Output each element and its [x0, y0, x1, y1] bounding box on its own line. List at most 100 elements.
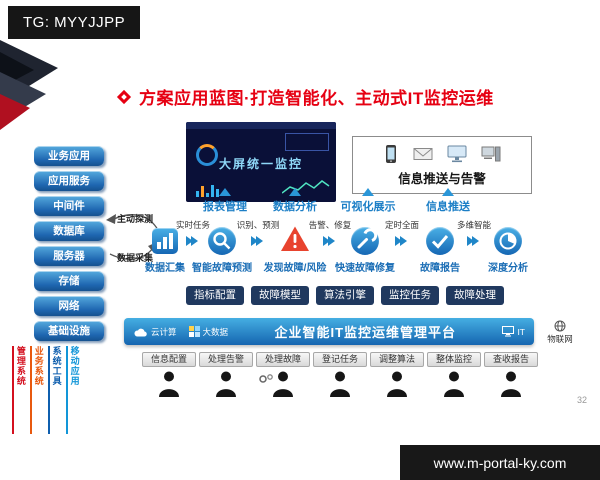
side-tab-mobile-app: 移动应用	[65, 346, 80, 434]
push-alert-box: 信息推送与告警	[352, 136, 532, 194]
user-icon	[387, 371, 407, 397]
edge-label-alert-repair: 告警、修复	[308, 220, 352, 230]
corner-decoration	[0, 40, 58, 130]
arrow-up-icon	[442, 188, 454, 196]
bar-chart-icon	[196, 185, 219, 197]
page-title: 方案应用蓝图·打造智能化、主动式IT监控运维	[139, 89, 494, 108]
bar-chart-icon	[157, 233, 173, 249]
module-metric-config: 指标配置	[186, 286, 244, 305]
user-icon	[444, 371, 464, 397]
node-label-deep-analysis: 深度分析	[488, 263, 528, 274]
edge-label-scheduled-full: 定时全面	[384, 220, 419, 230]
user-icon	[216, 371, 236, 397]
module-algorithm-engine: 算法引擎	[316, 286, 374, 305]
stack-layer-business-app: 业务应用	[34, 146, 104, 166]
arrow-up-icon	[362, 188, 374, 196]
badge-big-data: 大数据	[188, 326, 228, 338]
badge-iot: 物联网	[539, 320, 581, 345]
stack-layer-middleware: 中间件	[34, 196, 104, 216]
badge-it: IT	[502, 326, 525, 337]
dashboard-panel	[285, 133, 329, 151]
deep-analysis-icon	[494, 227, 522, 255]
dashboard-header-strip	[186, 122, 336, 129]
fault-repair-icon	[351, 227, 379, 255]
platform-bar: 云计算 大数据 企业智能IT监控运维管理平台 IT	[124, 318, 534, 345]
stack-layer-storage: 存储	[34, 271, 104, 291]
flow-arrow-icon	[186, 236, 198, 246]
monitor-icon	[502, 326, 515, 337]
dashboard-thumbnail: 大屏统一监控	[186, 122, 336, 202]
role-handle-faults: 处理故障	[256, 352, 310, 367]
stack-layer-infrastructure: 基础设施	[34, 321, 104, 341]
node-label-fault-risk: 发现故障/风险	[263, 263, 327, 274]
stack-layer-server: 服务器	[34, 246, 104, 266]
user-icon	[330, 371, 350, 397]
fault-risk-icon	[280, 225, 310, 258]
slide-title-row: 方案应用蓝图·打造智能化、主动式IT监控运维	[116, 84, 494, 109]
role-receive-reports: 查收报告	[484, 352, 538, 367]
flow-arrow-icon	[251, 236, 263, 246]
node-label-data-aggregation: 数据汇集	[145, 263, 185, 274]
globe-icon	[554, 320, 566, 332]
push-device-icons	[353, 143, 531, 164]
page-number: 32	[577, 395, 588, 405]
arrow-up-icon	[289, 188, 301, 196]
mail-icon	[413, 147, 433, 160]
edge-label-realtime-task: 实时任务	[175, 220, 210, 230]
side-tab-business-system: 业务系统	[29, 346, 44, 434]
flow-arrow-icon	[467, 236, 479, 246]
magnifier-icon	[213, 232, 231, 250]
flow-arrow-icon	[323, 236, 335, 246]
node-label-fault-repair: 快速故障修复	[335, 263, 395, 274]
user-icon	[501, 371, 521, 397]
module-fault-model: 故障模型	[251, 286, 309, 305]
data-aggregation-icon	[152, 228, 178, 254]
stack-layer-app-service: 应用服务	[34, 171, 104, 191]
module-fault-handling: 故障处理	[446, 286, 504, 305]
output-info-push: 信息推送	[408, 188, 488, 214]
output-report-mgmt: 报表管理	[185, 188, 265, 214]
edge-label-multidim-intelligent: 多维智能	[456, 220, 491, 230]
side-tab-mgmt-system: 管理系统	[12, 346, 26, 434]
side-tabs: 管理系统 业务系统 系统工具 移动应用	[12, 346, 80, 434]
line-chart-icon	[282, 180, 330, 194]
warning-triangle-icon	[281, 226, 309, 251]
label-active-probe: 主动探测	[117, 214, 154, 224]
stack-layer-network: 网络	[34, 296, 104, 316]
dashboard-caption: 大屏统一监控	[218, 157, 303, 171]
check-icon	[431, 235, 449, 249]
side-tab-system-tools: 系统工具	[47, 346, 62, 434]
donut-chart-icon	[196, 144, 218, 166]
watermark-bottom-right: www.m-portal-ky.com	[400, 445, 600, 480]
stack-layer-database: 数据库	[34, 221, 104, 241]
cloud-icon	[134, 328, 147, 337]
role-overall-monitoring: 整体监控	[427, 352, 481, 367]
output-visualization: 可视化展示	[328, 188, 408, 214]
platform-title: 企业智能IT监控运维管理平台	[274, 325, 457, 340]
role-info-config: 信息配置	[142, 352, 196, 367]
label-data-collect: 数据采集	[117, 253, 154, 263]
data-grid-icon	[188, 326, 200, 337]
logo-icon	[116, 89, 132, 104]
output-data-analysis: 数据分析	[255, 188, 335, 214]
edge-label-identify-predict: 识别、预测	[236, 220, 280, 230]
fault-report-icon	[426, 227, 454, 255]
phone-icon	[386, 144, 396, 163]
module-monitor-task: 监控任务	[381, 286, 439, 305]
arrow-up-icon	[219, 188, 231, 196]
push-alert-label: 信息推送与告警	[398, 172, 486, 186]
user-icon	[273, 371, 293, 397]
pie-chart-icon	[499, 232, 517, 250]
role-tune-algorithms: 调整算法	[370, 352, 424, 367]
watermark-top-left: TG: MYYJJPP	[8, 6, 141, 39]
user-icon	[159, 371, 179, 397]
flow-arrow-icon	[395, 236, 407, 246]
pc-icon	[481, 146, 501, 161]
wrench-icon	[357, 228, 378, 249]
role-handle-alerts: 处理告警	[199, 352, 253, 367]
node-label-fault-prediction: 智能故障预测	[192, 263, 252, 274]
badge-cloud: 云计算	[133, 326, 177, 338]
monitor-icon	[447, 145, 467, 162]
fault-prediction-icon	[208, 227, 236, 255]
